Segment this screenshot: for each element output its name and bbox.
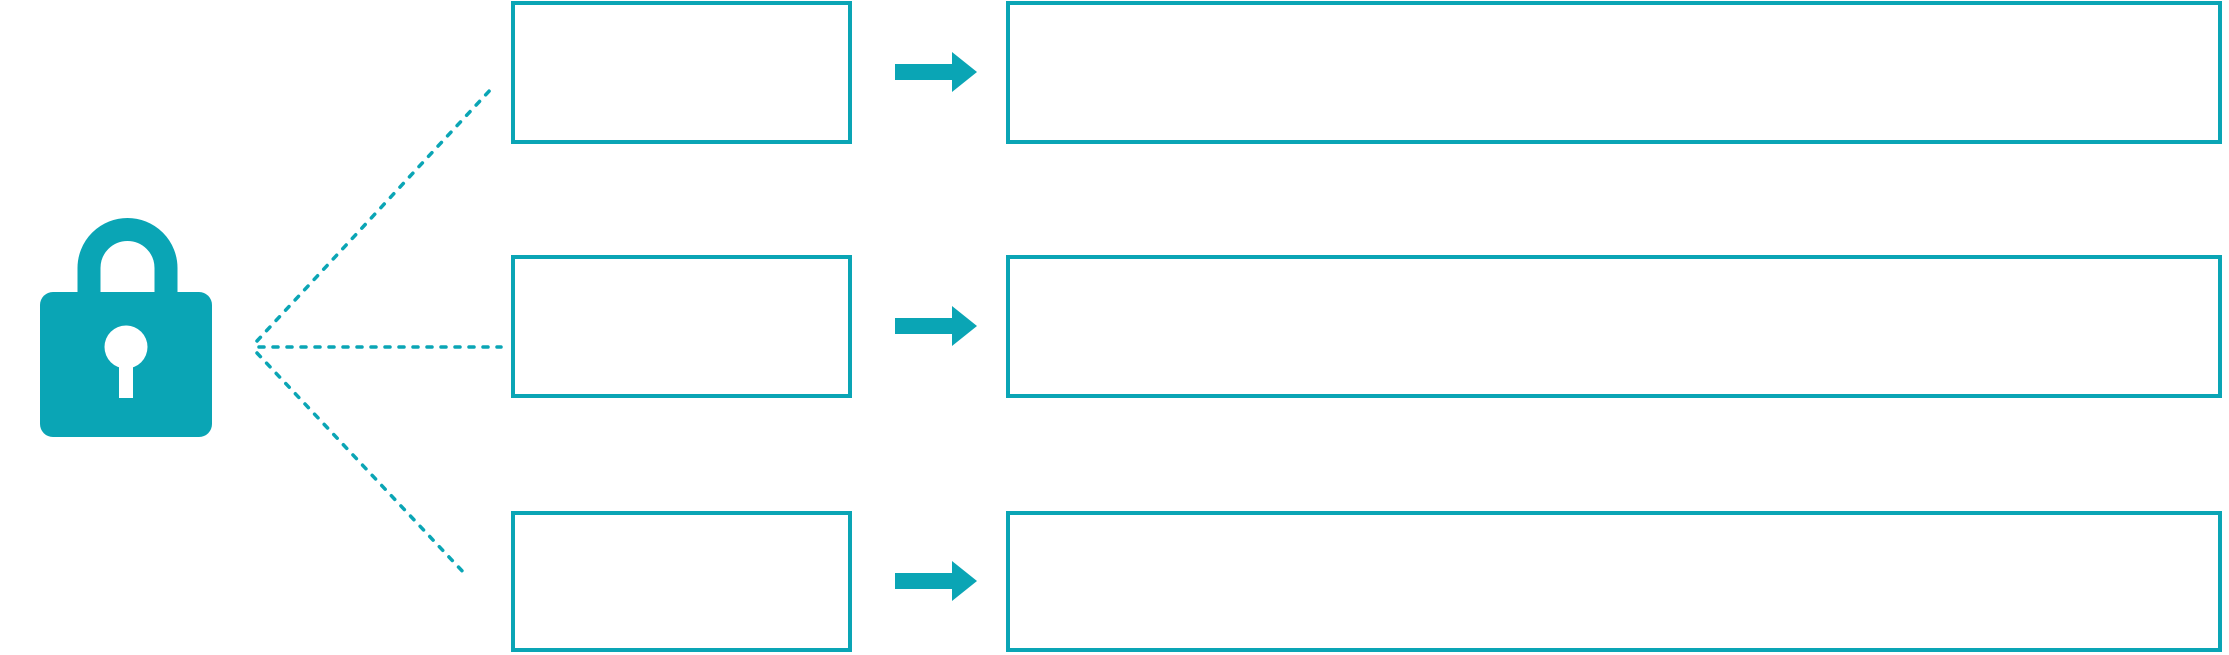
right-arrow-icon-2 xyxy=(895,306,977,346)
dotted-connector-bottom xyxy=(255,351,467,576)
large-box-2 xyxy=(1006,255,2222,398)
right-arrow-icon-1 xyxy=(895,52,977,92)
padlock-icon xyxy=(40,218,212,437)
small-box-1 xyxy=(511,1,852,144)
right-arrow-icon-3 xyxy=(895,561,977,601)
large-box-3 xyxy=(1006,511,2222,652)
small-box-2 xyxy=(511,255,852,398)
dotted-connector-top xyxy=(255,86,494,343)
large-box-1 xyxy=(1006,1,2222,144)
small-box-3 xyxy=(511,511,852,652)
